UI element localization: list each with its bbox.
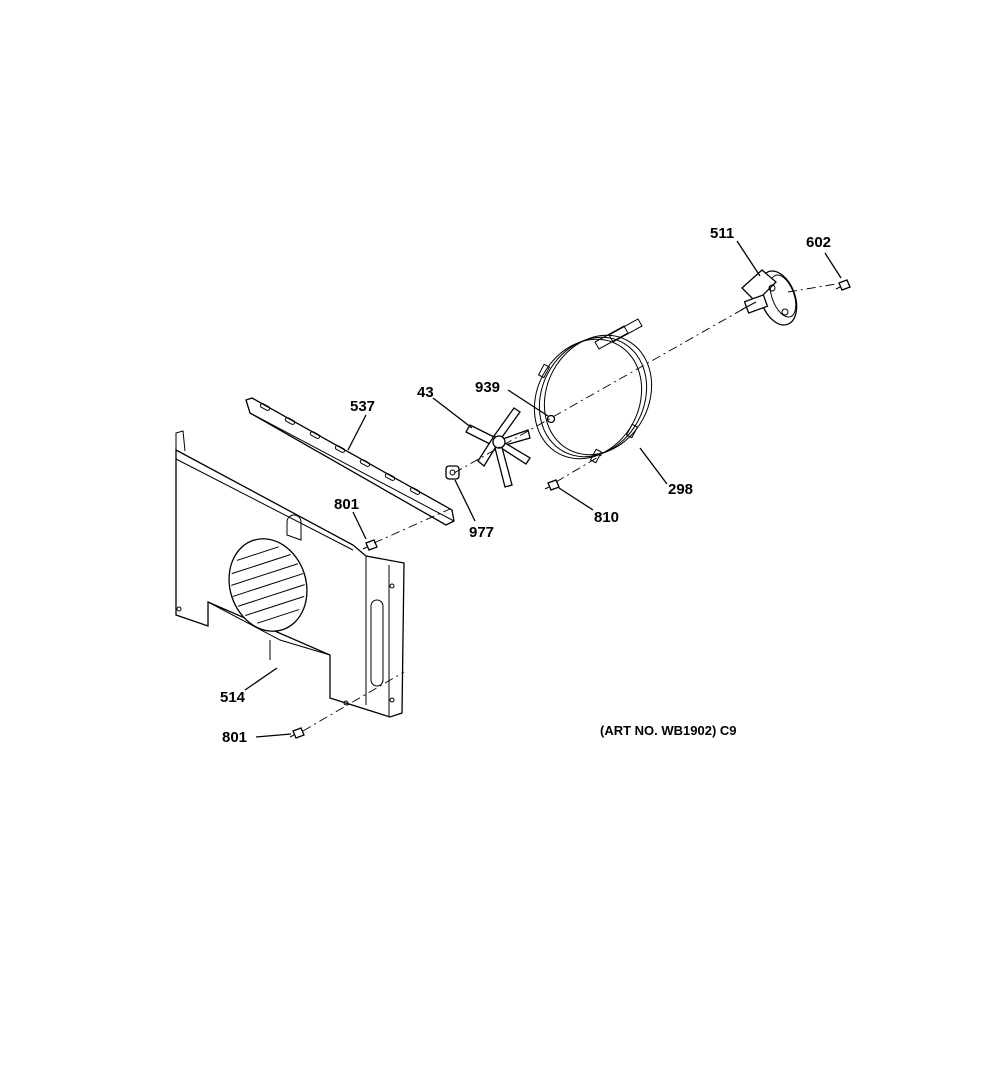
callout-514: 514 bbox=[220, 689, 246, 706]
fan-blade bbox=[465, 407, 531, 488]
nut bbox=[445, 465, 460, 480]
screw-801-bottom bbox=[289, 727, 305, 739]
screw-602 bbox=[835, 279, 851, 291]
callout-977: 977 bbox=[469, 524, 494, 541]
callout-801-bottom: 801 bbox=[222, 729, 247, 746]
bracket-strip bbox=[245, 397, 455, 526]
screw-801-top bbox=[362, 539, 378, 551]
callout-602: 602 bbox=[806, 234, 831, 251]
art-number: (ART NO. WB1902) C9 bbox=[600, 723, 737, 738]
alignment-lines bbox=[302, 283, 837, 732]
callout-43: 43 bbox=[417, 384, 434, 401]
vent-grille bbox=[228, 538, 308, 632]
fan-motor bbox=[740, 269, 798, 326]
callout-939: 939 bbox=[475, 379, 500, 396]
callout-810: 810 bbox=[594, 509, 619, 526]
callout-labels: 511 602 537 43 939 298 801 977 810 514 8… bbox=[220, 225, 831, 746]
leader-lines bbox=[244, 240, 842, 738]
callout-801-top: 801 bbox=[334, 496, 359, 513]
callout-511: 511 bbox=[710, 225, 734, 242]
callout-537: 537 bbox=[350, 398, 375, 415]
washer bbox=[546, 414, 556, 424]
back-panel bbox=[175, 430, 405, 718]
screw-810 bbox=[544, 479, 560, 491]
callout-298: 298 bbox=[668, 481, 693, 498]
heating-element bbox=[533, 318, 653, 464]
